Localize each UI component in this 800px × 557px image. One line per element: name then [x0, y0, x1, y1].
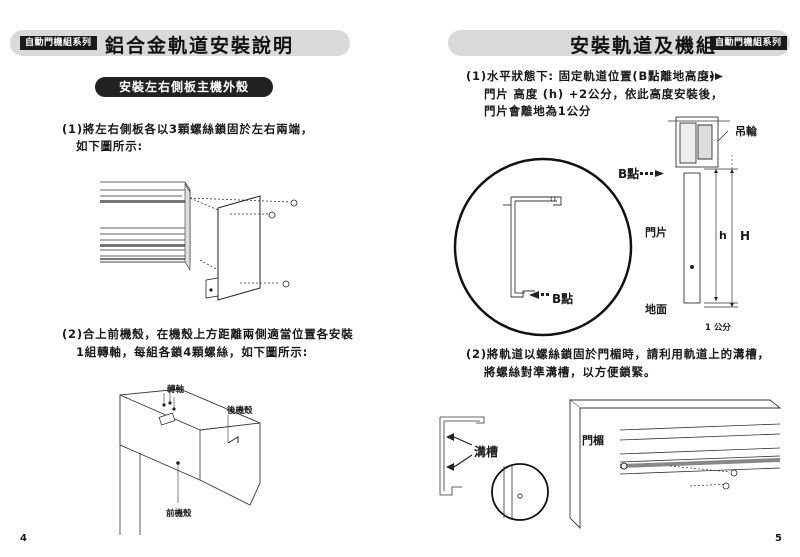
- right-step2-line2: 將螺絲對準溝槽，以方便鎖緊。: [484, 365, 657, 379]
- label-b-point: B點: [618, 167, 640, 181]
- right-series-tag: 自動門機組系列: [710, 36, 787, 50]
- lintel-track-figure: [568, 399, 782, 530]
- right-page-number: 5: [775, 533, 782, 544]
- label-b-point-detail: B點: [552, 292, 574, 306]
- right-page-title: 安裝軌道及機組: [570, 35, 718, 57]
- left-series-tag: 自動門機組系列: [20, 36, 97, 50]
- left-step2-line1: (2)合上前機殼，在機殼上方距離兩側適當位置各安裝: [62, 327, 354, 341]
- left-step1-line1: (1)將左右側板各以3顆螺絲鎖固於左右兩端，: [62, 122, 314, 136]
- label-groove: 溝槽: [474, 445, 499, 459]
- label-roller: 吊輪: [735, 125, 757, 138]
- label-hinge: 轉軸: [167, 385, 185, 395]
- side-plate-figure: [100, 181, 298, 301]
- track-detail-circle: [453, 157, 633, 337]
- left-step1-line2: 如下圖所示:: [76, 139, 143, 153]
- label-back-case: 後機殼: [227, 406, 253, 416]
- b-point-arrow-icon: [640, 170, 664, 177]
- right-step1-line1: (1)水平狀態下: 固定軌道位置(B點離地高度): [466, 69, 716, 83]
- label-door: 門片: [645, 226, 667, 239]
- label-h-big: H: [740, 229, 751, 243]
- label-lintel: 門楣: [582, 434, 604, 447]
- right-step1-line3: 門片會離地為1公分: [484, 104, 592, 118]
- left-page-title: 鋁合金軌道安裝說明: [105, 35, 295, 57]
- label-gap: 1 公分: [705, 323, 731, 333]
- door-elevation-figure: [668, 116, 738, 308]
- label-front-case: 前機殼: [166, 509, 192, 519]
- right-step2-line1: (2)將軌道以螺絲鎖固於門楣時，請利用軌道上的溝槽，: [466, 347, 770, 361]
- left-page-number: 4: [20, 533, 27, 544]
- label-h-small: h: [719, 229, 727, 242]
- groove-zoom-circle: [491, 463, 549, 521]
- front-case-figure: [119, 388, 261, 535]
- left-step2-line2: 1組轉軸，每組各鎖4顆螺絲，如下圖所示:: [76, 345, 309, 359]
- label-floor: 地面: [645, 303, 667, 316]
- left-section-pill: 安裝左右側板主機外殼: [95, 77, 273, 97]
- groove-profile-figure: [439, 416, 485, 496]
- right-step1-line2: 門片 高度 (h) +2公分，依此高度安裝後，: [484, 87, 724, 101]
- arrow-right-icon: [705, 73, 723, 80]
